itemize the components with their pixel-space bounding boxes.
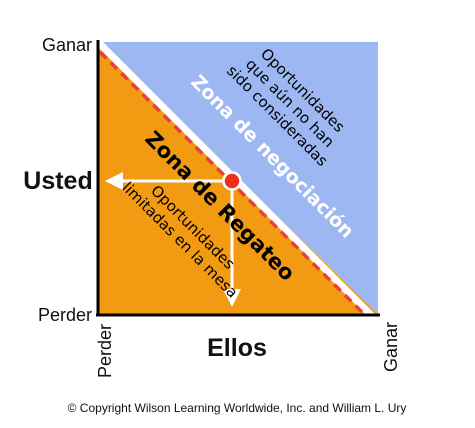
x-axis-right-label: Ganar [381,322,401,372]
copyright-text: © Copyright Wilson Learning Worldwide, I… [68,401,407,415]
x-axis-title: Ellos [207,334,267,362]
y-axis-bottom-label: Perder [38,305,92,325]
y-axis-title: Usted [23,167,92,195]
y-axis-top-label: Ganar [42,35,92,55]
agreement-point [222,171,242,191]
x-axis-left-label: Perder [95,324,115,378]
